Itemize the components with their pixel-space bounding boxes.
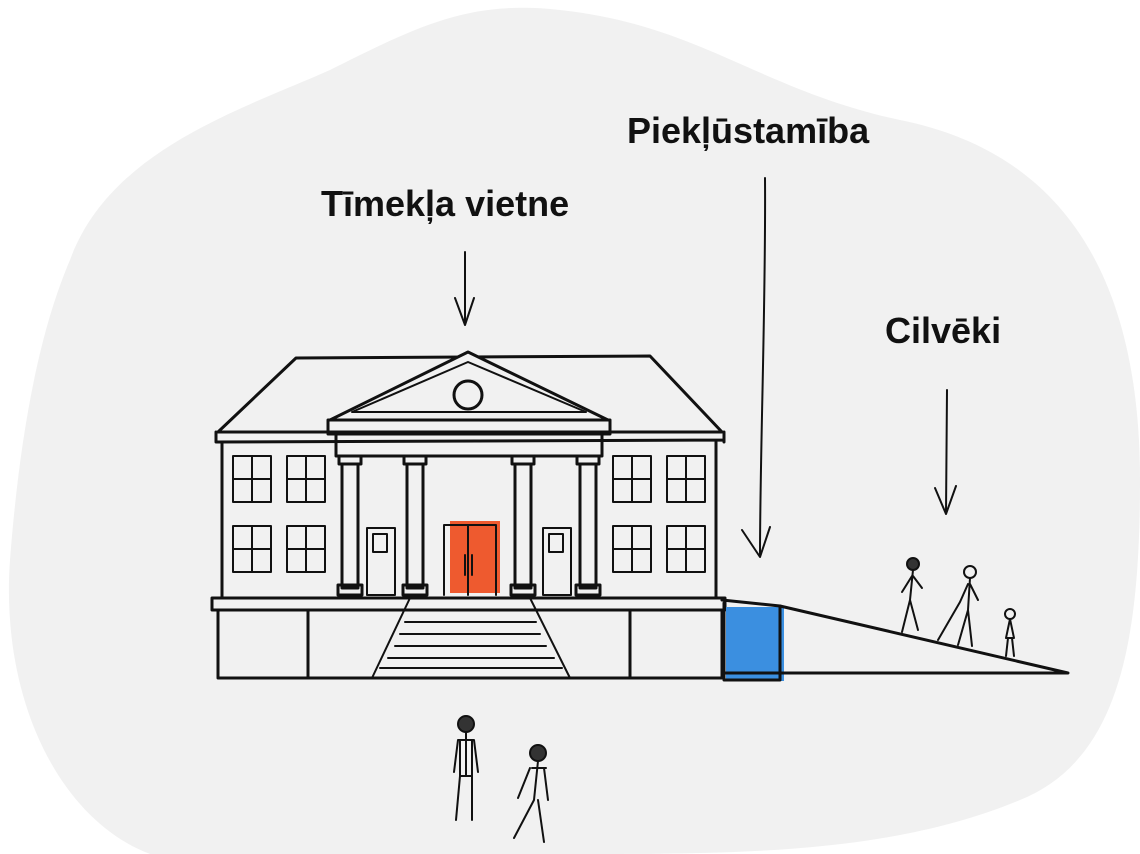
steps bbox=[371, 597, 571, 679]
label-people: Cilvēki bbox=[885, 310, 1002, 351]
ramp-marker bbox=[726, 607, 784, 681]
arrow-website bbox=[454, 251, 475, 326]
windows bbox=[232, 455, 706, 573]
people-on-ramp bbox=[901, 557, 1016, 657]
columns bbox=[336, 454, 602, 597]
building bbox=[210, 350, 727, 680]
label-website: Tīmekļa vietne bbox=[321, 183, 570, 224]
arrow-accessibility bbox=[741, 177, 771, 558]
people-bottom bbox=[453, 715, 549, 843]
side-doors bbox=[366, 527, 572, 596]
ramp bbox=[720, 598, 1070, 682]
label-accessibility: Piekļūstamība bbox=[627, 110, 870, 151]
main-door bbox=[450, 521, 500, 593]
arrow-people bbox=[934, 389, 957, 515]
